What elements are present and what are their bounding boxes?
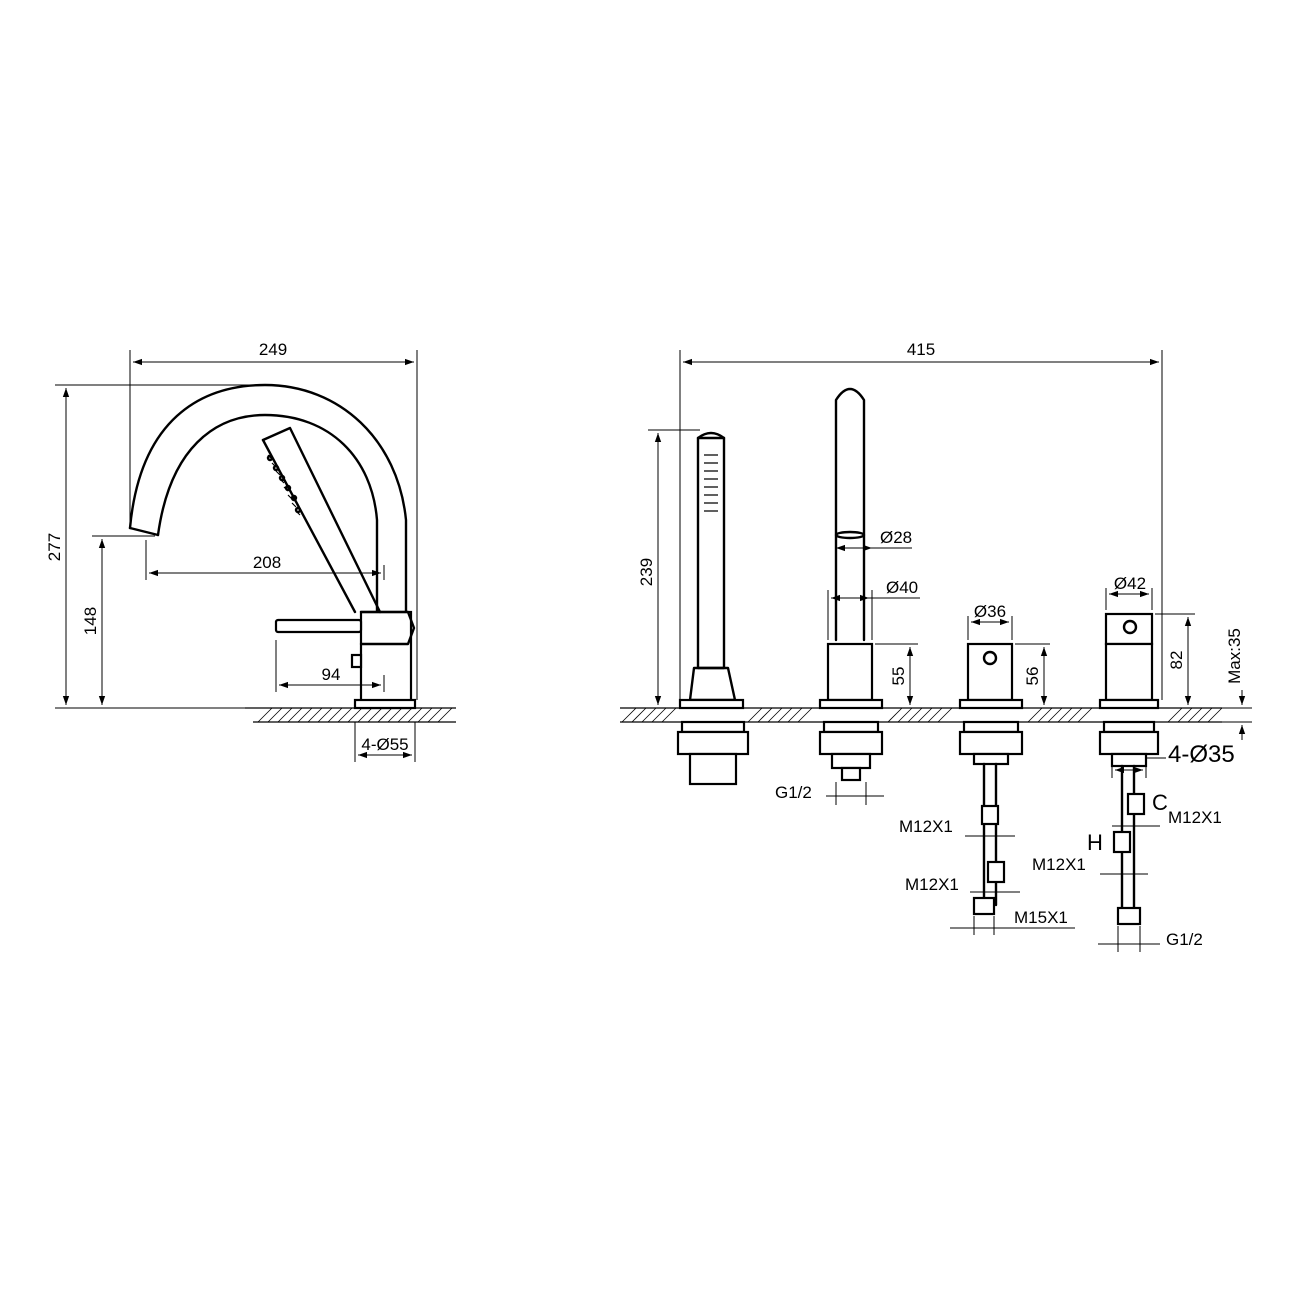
dim-diverter-outlet-thread: M15X1 xyxy=(1014,908,1068,927)
dim-mixer-thread-hot: M12X1 xyxy=(1032,855,1086,874)
dim-overall-width-side: 249 xyxy=(259,340,287,359)
dim-overall-width-front: 415 xyxy=(907,340,935,359)
dim-handshower-height: 239 xyxy=(637,558,656,586)
lever-side xyxy=(274,618,363,634)
dim-mixer-inlet-thread: G1/2 xyxy=(1166,930,1203,949)
dim-spout-reach: 208 xyxy=(253,553,281,572)
front-view: 415 239 Ø28 Ø40 55 Ø36 56 Ø42 xyxy=(620,340,1252,952)
mixer-front xyxy=(1098,612,1160,926)
deck-side xyxy=(245,707,456,723)
label-hot: H xyxy=(1087,830,1103,855)
dim-diverter-diameter: Ø36 xyxy=(974,602,1006,621)
dim-overall-height-side: 277 xyxy=(45,533,64,561)
dim-mixer-thread-cold: M12X1 xyxy=(1168,808,1222,827)
dim-max-deck: Max:35 xyxy=(1225,628,1244,684)
side-view: 249 277 148 208 94 4-Ø55 xyxy=(45,340,456,762)
diverter-front xyxy=(958,642,1024,916)
dim-spout-diameter: Ø28 xyxy=(880,528,912,547)
dim-lever-length: 94 xyxy=(322,665,341,684)
handshower-side xyxy=(261,426,382,614)
handshower-front xyxy=(676,431,750,786)
dim-spout-body-height: 55 xyxy=(889,667,908,686)
dim-spout-inlet-thread: G1/2 xyxy=(775,783,812,802)
dim-diverter-height: 56 xyxy=(1023,667,1042,686)
deck-front xyxy=(620,707,1223,723)
dim-base-diameter-side: 4-Ø55 xyxy=(361,735,408,754)
dim-diverter-thread-1: M12X1 xyxy=(899,817,953,836)
spout-side xyxy=(128,383,408,614)
label-cold: C xyxy=(1152,790,1168,815)
dim-diverter-thread-2: M12X1 xyxy=(905,875,959,894)
spout-front xyxy=(818,387,884,782)
dim-spout-height: 148 xyxy=(81,607,100,635)
dim-mixer-height: 82 xyxy=(1167,651,1186,670)
body-side xyxy=(359,610,413,710)
dim-mixer-diameter: Ø42 xyxy=(1114,574,1146,593)
dim-hole-diameter: 4-Ø35 xyxy=(1168,741,1235,768)
dim-spout-body-diameter: Ø40 xyxy=(886,578,918,597)
